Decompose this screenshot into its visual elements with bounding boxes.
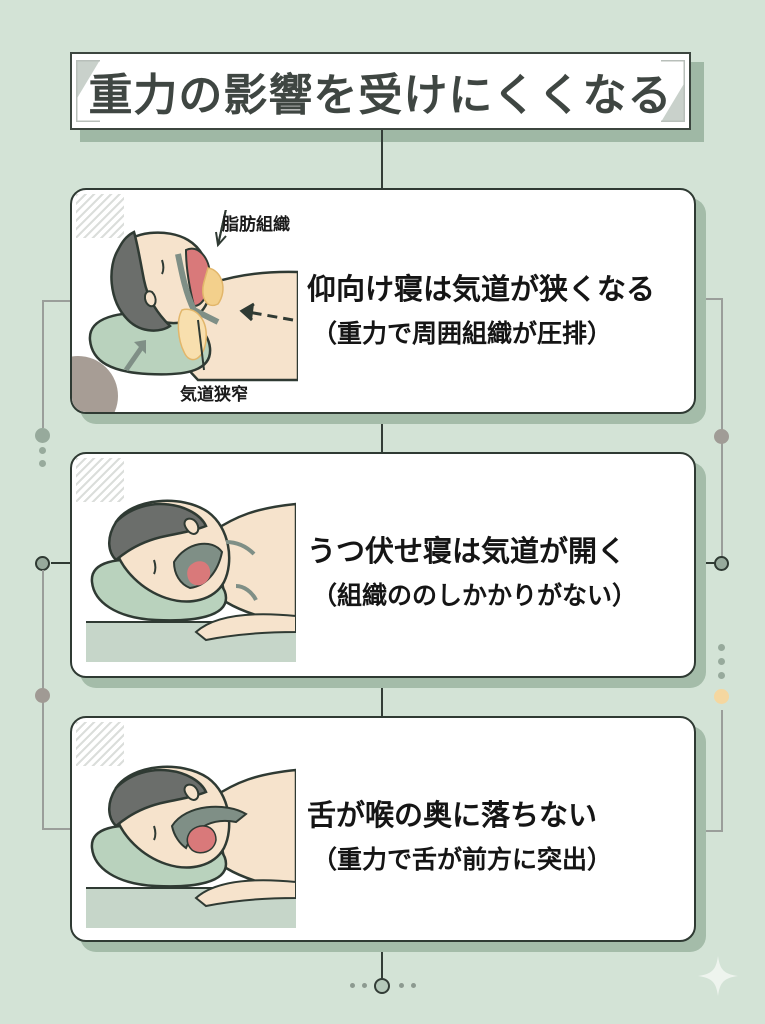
hatch-decoration — [76, 194, 124, 238]
page-title: 重力の影響を受けにくくなる — [88, 70, 673, 121]
left-bracket-line — [42, 300, 70, 302]
right-bracket-line — [700, 830, 722, 832]
right-bracket-line — [721, 710, 723, 832]
card-main-text: 仰向け寝は気道が狭くなる — [307, 272, 656, 306]
right-node-icon — [714, 556, 729, 571]
dot-icon — [362, 983, 367, 988]
left-bracket-line — [42, 300, 44, 428]
right-node-connector — [696, 562, 716, 564]
hatch-decoration — [76, 458, 124, 502]
dot-icon — [35, 688, 50, 703]
prone-illustration-icon — [86, 499, 296, 662]
hatch-decoration — [76, 722, 124, 766]
connector-card3-bottom — [381, 942, 383, 980]
dot-icon — [714, 429, 729, 444]
dot-icon — [718, 658, 725, 665]
card-sub-text: （重力で周囲組織が圧排） — [312, 319, 613, 348]
card-sub-text: （重力で舌が前方に突出） — [312, 845, 613, 874]
bottom-node-icon — [374, 978, 390, 994]
dot-icon — [399, 983, 404, 988]
left-bracket-line — [42, 828, 70, 830]
label-airway-narrowing: 気道狭窄 — [180, 385, 248, 405]
connector-card1-card2 — [381, 414, 383, 454]
dot-icon — [718, 644, 725, 651]
label-fat-tissue: 脂肪組織 — [222, 215, 290, 235]
prone-tongue-illustration-icon — [86, 765, 296, 928]
connector-title-card1 — [381, 130, 383, 190]
connector-card2-card3 — [381, 678, 383, 718]
left-node-connector — [51, 562, 71, 564]
dot-icon — [350, 983, 355, 988]
accent-dot-icon — [714, 689, 729, 704]
dot-icon — [35, 428, 50, 443]
left-node-icon — [35, 556, 50, 571]
sparkle-icon — [698, 956, 738, 996]
dot-icon — [411, 983, 416, 988]
card-prone-open: うつ伏せ寝は気道が開く （組織ののしかかりがない） — [70, 452, 696, 678]
card-tongue-forward: 舌が喉の奥に落ちない （重力で舌が前方に突出） — [70, 716, 696, 942]
title-corner-right-icon — [661, 60, 685, 122]
dot-icon — [39, 460, 46, 467]
card-supine: 脂肪組織 気道狭窄 仰向け寝は気道が狭くなる （重力で周囲組織が圧排） — [70, 188, 696, 414]
title-box — [70, 52, 691, 130]
card-main-text: 舌が喉の奥に落ちない — [307, 798, 598, 832]
title-corner-left-icon — [76, 60, 100, 122]
dot-icon — [718, 672, 725, 679]
right-bracket-line — [700, 298, 722, 300]
card-sub-text: （組織ののしかかりがない） — [312, 581, 638, 610]
dot-icon — [39, 447, 46, 454]
supine-illustration-icon — [88, 210, 298, 382]
card-main-text: うつ伏せ寝は気道が開く — [307, 534, 627, 568]
